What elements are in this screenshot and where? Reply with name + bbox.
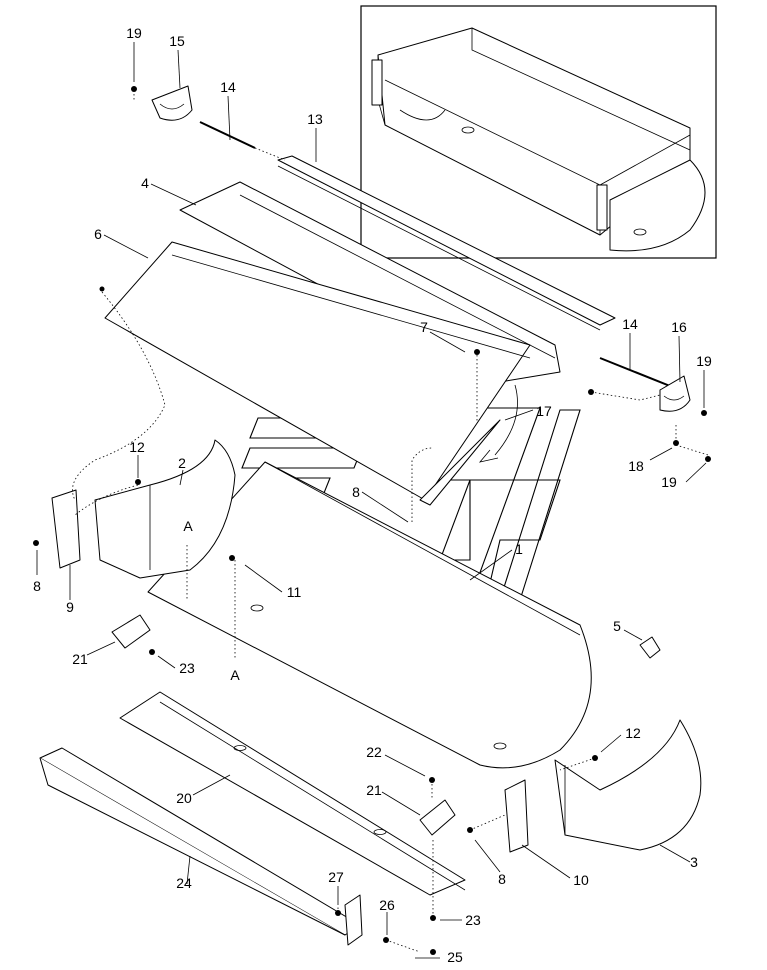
callout-24: 24: [176, 875, 192, 891]
callout-23: 23: [465, 912, 481, 928]
callout-4: 4: [141, 175, 149, 191]
bracket-part-9: [33, 489, 81, 569]
callout-27: 27: [328, 869, 344, 885]
callout-A: A: [183, 518, 193, 534]
callout-21: 21: [366, 782, 382, 798]
callout-12: 12: [129, 439, 145, 455]
assembly-dotted-lines: [72, 90, 709, 953]
rail-part-24: [39, 747, 363, 946]
callout-17: 17: [536, 403, 552, 419]
inset-assembled-view: [360, 5, 717, 259]
callout-9: 9: [66, 599, 74, 615]
callout-14: 14: [220, 79, 236, 95]
bracket-part-15: [131, 85, 193, 121]
callout-1: 1: [515, 541, 523, 557]
callout-A: A: [230, 667, 240, 683]
bracket-part-17: [419, 384, 518, 506]
leader-lines: [36, 42, 707, 959]
callout-3: 3: [690, 854, 698, 870]
callout-21: 21: [72, 651, 88, 667]
callout-16: 16: [671, 319, 687, 335]
angle-part-20: [119, 691, 466, 896]
callout-8: 8: [33, 578, 41, 594]
trough-part-1: [147, 461, 592, 769]
callout-13: 13: [307, 111, 323, 127]
rail-part-13: [277, 155, 616, 331]
callout-19: 19: [126, 25, 142, 41]
end-plate-part-3: [554, 719, 702, 851]
callout-22: 22: [366, 744, 382, 760]
callout-25: 25: [447, 949, 463, 965]
callout-23: 23: [179, 660, 195, 676]
callout-26: 26: [379, 897, 395, 913]
clip-part-5: [639, 636, 661, 659]
callout-12: 12: [625, 725, 641, 741]
callout-10: 10: [573, 872, 589, 888]
callout-15: 15: [169, 33, 185, 49]
bracket-part-16: [588, 375, 711, 462]
callout-11: 11: [287, 584, 302, 600]
callout-7: 7: [420, 319, 428, 335]
rod-part-14-right: [599, 357, 681, 391]
callout-labels: 19 15 14 13 4 6 7 14 16 19 17 18 19 12 2…: [33, 25, 712, 965]
callout-20: 20: [176, 790, 192, 806]
callout-19: 19: [696, 353, 712, 369]
callout-18: 18: [628, 458, 644, 474]
callout-6: 6: [94, 226, 102, 242]
callout-14: 14: [622, 316, 638, 332]
end-plate-part-2: [94, 439, 236, 579]
callout-5: 5: [613, 618, 621, 634]
clip-part-21-left: [111, 614, 155, 655]
callout-8: 8: [498, 871, 506, 887]
callout-19: 19: [661, 474, 677, 490]
bracket-part-10: [504, 779, 529, 853]
callout-8: 8: [352, 484, 360, 500]
callout-2: 2: [178, 455, 186, 471]
cover-part-6: [99, 241, 531, 501]
rod-part-14-top: [199, 121, 256, 149]
